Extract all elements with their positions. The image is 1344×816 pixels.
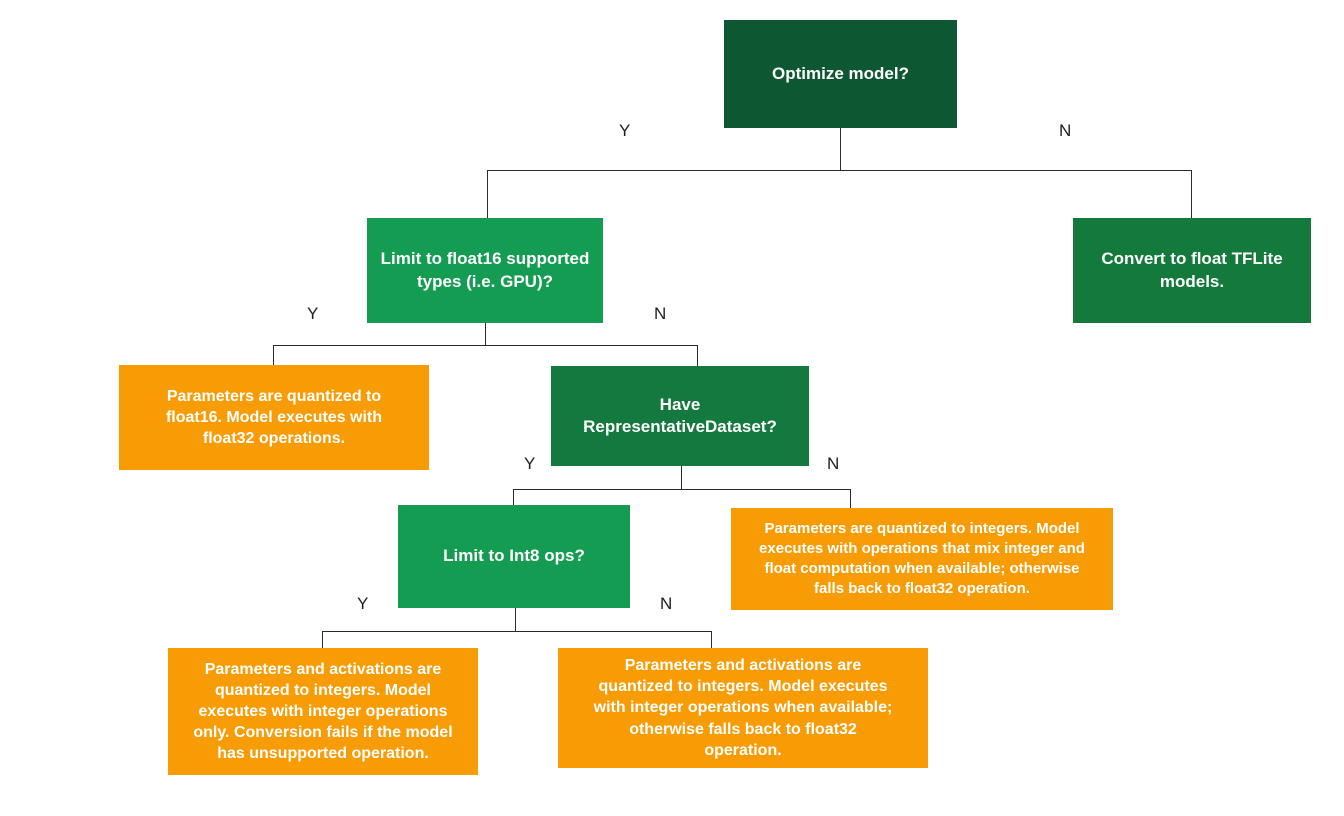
- connector-float16-right-drop: [697, 345, 698, 369]
- node-label: Convert to float TFLite models.: [1101, 249, 1283, 291]
- node-label: Limit to float16 supported types (i.e. G…: [380, 249, 590, 291]
- node-params-int-fallback[interactable]: Parameters and activations are quantized…: [558, 648, 928, 768]
- node-label: Parameters and activations are quantized…: [193, 660, 453, 763]
- node-label: Parameters are quantized to float16. Mod…: [165, 387, 383, 448]
- connector-optimize-bus: [487, 170, 1192, 171]
- node-label: Optimize model?: [772, 63, 909, 83]
- edge-label-no-dataset: N: [827, 454, 840, 473]
- node-limit-float16[interactable]: Limit to float16 supported types (i.e. G…: [367, 218, 603, 323]
- connector-dataset-left-drop: [513, 489, 514, 506]
- connector-float16-left-drop: [273, 345, 274, 367]
- node-params-float16[interactable]: Parameters are quantized to float16. Mod…: [119, 365, 429, 470]
- edge-label-yes-dataset: Y: [524, 454, 536, 473]
- node-params-int-mixed[interactable]: Parameters are quantized to integers. Mo…: [731, 508, 1113, 610]
- node-limit-int8-ops[interactable]: Limit to Int8 ops?: [398, 505, 630, 608]
- node-label: Limit to Int8 ops?: [443, 546, 585, 566]
- connector-float16-bus: [273, 345, 698, 346]
- node-convert-float-tflite[interactable]: Convert to float TFLite models.: [1073, 218, 1311, 323]
- connector-dataset-bus: [513, 489, 851, 490]
- connector-optimize-left-drop: [487, 170, 488, 219]
- connector-int8-right-drop: [711, 631, 712, 649]
- node-label: Parameters are quantized to integers. Mo…: [759, 520, 1085, 597]
- node-label: Parameters and activations are quantized…: [593, 657, 893, 759]
- connector-int8-left-drop: [322, 631, 323, 649]
- edge-label-no-float16: N: [654, 304, 667, 323]
- connector-dataset-stem: [681, 466, 682, 490]
- edge-label-no-int8: N: [660, 594, 673, 613]
- edge-label-yes-int8: Y: [357, 594, 369, 613]
- node-have-representative-dataset[interactable]: Have RepresentativeDataset?: [551, 366, 809, 466]
- connector-int8-stem: [515, 608, 516, 632]
- connector-optimize-stem: [840, 128, 841, 171]
- edge-label-yes-optimize: Y: [619, 121, 631, 140]
- connector-optimize-right-drop: [1191, 170, 1192, 219]
- connector-float16-stem: [485, 323, 486, 346]
- connector-dataset-right-drop: [850, 489, 851, 509]
- node-optimize-model[interactable]: Optimize model?: [724, 20, 957, 128]
- edge-label-no-optimize: N: [1059, 121, 1072, 140]
- node-params-int-only[interactable]: Parameters and activations are quantized…: [168, 648, 478, 775]
- node-label: Have RepresentativeDataset?: [583, 394, 777, 436]
- connector-int8-bus: [322, 631, 712, 632]
- edge-label-yes-float16: Y: [307, 304, 319, 323]
